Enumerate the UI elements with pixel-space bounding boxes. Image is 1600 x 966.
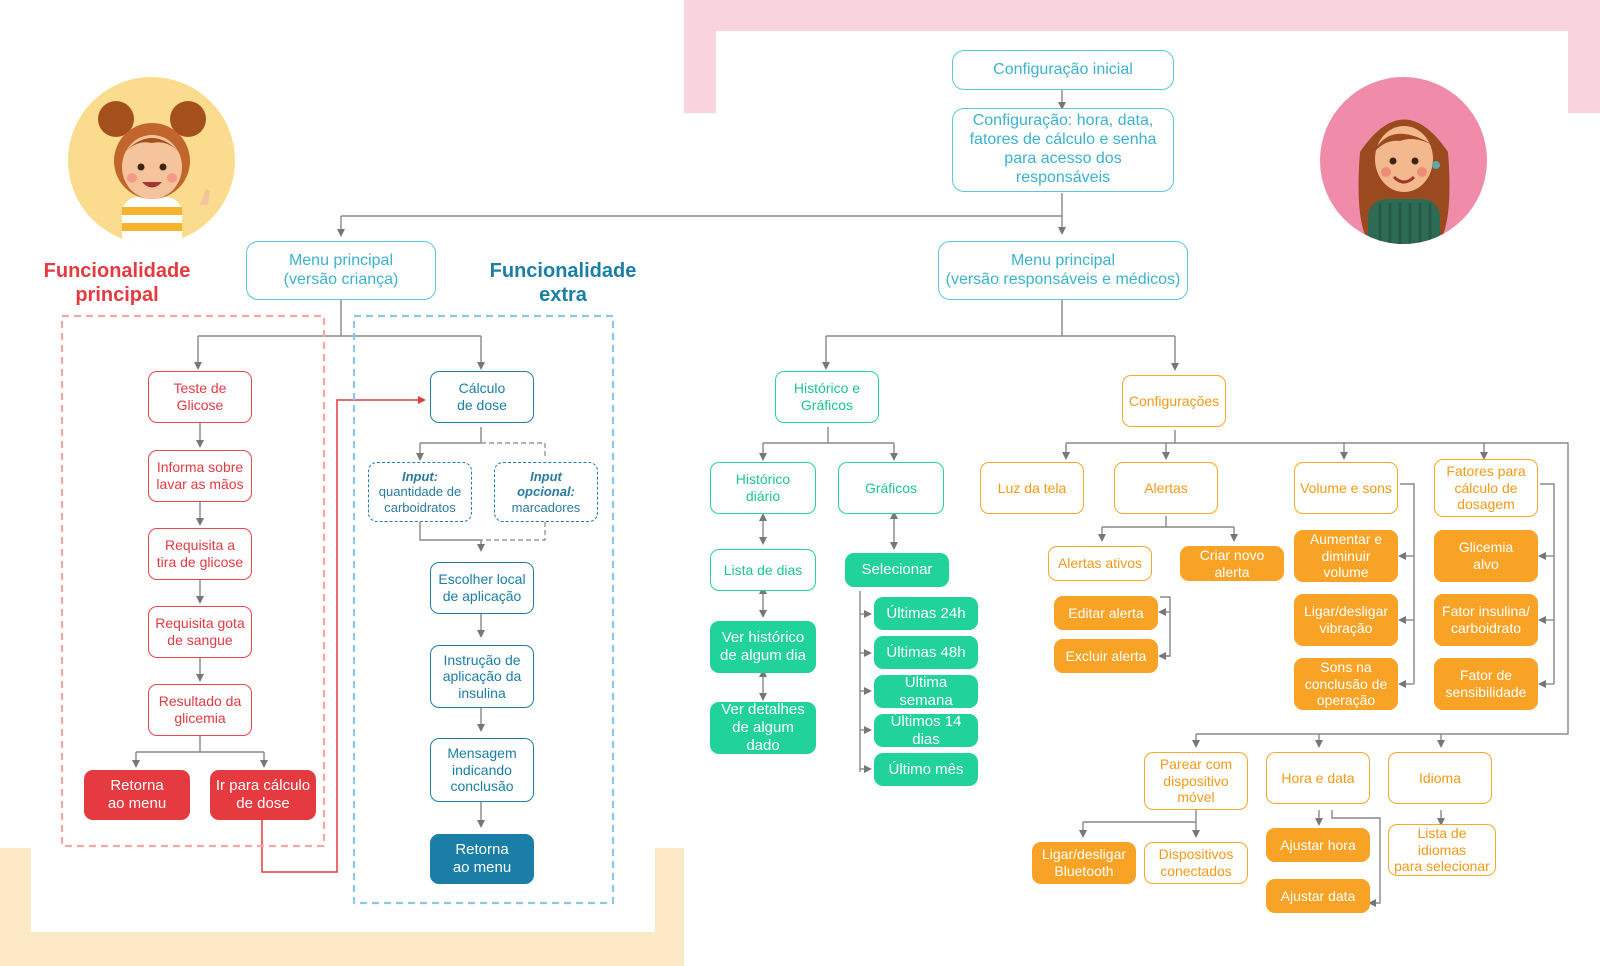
- yellow-band-inner: [31, 800, 655, 932]
- return-menu-button-extra[interactable]: Retorna ao menu: [430, 834, 534, 884]
- period-option[interactable]: Últimas 24h: [874, 597, 978, 630]
- child-avatar: [68, 77, 235, 244]
- language-node: Idioma: [1388, 752, 1492, 804]
- language-list-node: Lista de idiomas para selecionar: [1388, 824, 1496, 876]
- target-glycemia-button[interactable]: Glicemia alvo: [1434, 530, 1538, 582]
- completion-message-node: Mensagem indicando conclusão: [430, 738, 534, 802]
- carb-input-node: Input: quantidade de carboidratos: [368, 462, 472, 522]
- setup-details-node: Configuração: hora, data, fatores de cál…: [952, 108, 1174, 192]
- optional-markers-node: Input opcional: marcadores: [494, 462, 598, 522]
- input-label: Input:: [401, 469, 439, 484]
- glucose-test-node: Teste de Glicose: [148, 371, 252, 423]
- wash-hands-node: Informa sobre lavar as mãos: [148, 450, 252, 502]
- sensitivity-factor-button[interactable]: Fator de sensibilidade: [1434, 658, 1538, 710]
- initial-setup-node: Configuração inicial: [952, 50, 1174, 90]
- child-menu-node: Menu principal (versão criança): [246, 241, 436, 300]
- screen-light-node: Luz da tela: [980, 462, 1084, 514]
- period-option[interactable]: Últimos 14 dias: [874, 713, 978, 748]
- settings-node: Configurações: [1122, 375, 1226, 427]
- active-alerts-node: Alertas ativos: [1048, 546, 1152, 581]
- blood-drop-node: Requisita gota de sangue: [148, 606, 252, 658]
- charts-node: Gráficos: [838, 462, 944, 514]
- period-option[interactable]: Última semana: [874, 674, 978, 709]
- caregiver-avatar: [1320, 77, 1487, 244]
- choose-site-node: Escolher local de aplicação: [430, 562, 534, 614]
- connected-devices-node: Dispositivos conectados: [1144, 842, 1248, 884]
- pair-device-node: Parear com dispositivo móvel: [1144, 752, 1248, 810]
- bluetooth-toggle-button[interactable]: Ligar/desligar Bluetooth: [1032, 842, 1136, 884]
- days-list-node: Lista de dias: [710, 549, 816, 591]
- alerts-node: Alertas: [1114, 462, 1218, 514]
- glycemia-result-node: Resultado da glicemia: [148, 684, 252, 736]
- date-time-node: Hora e data: [1266, 752, 1370, 804]
- vibration-toggle-button[interactable]: Ligar/desligar vibração: [1294, 594, 1398, 646]
- completion-sounds-button[interactable]: Sons na conclusão de operação: [1294, 658, 1398, 710]
- volume-up-down-button[interactable]: Aumentar e diminuir volume: [1294, 530, 1398, 582]
- test-strip-node: Requisita a tira de glicose: [148, 528, 252, 580]
- create-alert-button[interactable]: Criar novo alerta: [1180, 546, 1284, 581]
- insulin-instruction-node: Instrução de aplicação da insulina: [430, 645, 534, 708]
- set-date-button[interactable]: Ajustar data: [1266, 879, 1370, 913]
- go-to-dose-button[interactable]: Ir para cálculo de dose: [210, 770, 316, 820]
- insulin-carb-ratio-button[interactable]: Fator insulina/ carboidrato: [1434, 594, 1538, 646]
- select-period-button[interactable]: Selecionar: [845, 553, 949, 587]
- period-option[interactable]: Último mês: [874, 753, 978, 786]
- daily-history-node: Histórico diário: [710, 462, 816, 514]
- history-charts-node: Histórico e Gráficos: [775, 371, 879, 423]
- extra-functionality-heading: Funcionalidade extra: [489, 260, 637, 306]
- main-functionality-heading: Funcionalidade principal: [43, 260, 191, 306]
- adult-menu-node: Menu principal (versão responsáveis e mé…: [938, 241, 1188, 300]
- optional-input-label: Input opcional:: [517, 469, 575, 500]
- return-menu-button[interactable]: Retorna ao menu: [84, 770, 190, 820]
- edit-alert-button[interactable]: Editar alerta: [1054, 596, 1158, 630]
- view-data-details-button[interactable]: Ver detalhes de algum dado: [710, 701, 816, 754]
- period-option[interactable]: Últimas 48h: [874, 636, 978, 669]
- delete-alert-button[interactable]: Excluir alerta: [1054, 639, 1158, 673]
- volume-sounds-node: Volume e sons: [1294, 462, 1398, 514]
- view-day-history-button[interactable]: Ver histórico de algum dia: [710, 621, 816, 673]
- set-time-button[interactable]: Ajustar hora: [1266, 828, 1370, 862]
- dose-factors-node: Fatores para cálculo de dosagem: [1434, 459, 1538, 517]
- dose-calculation-node: Cálculo de dose: [430, 371, 534, 423]
